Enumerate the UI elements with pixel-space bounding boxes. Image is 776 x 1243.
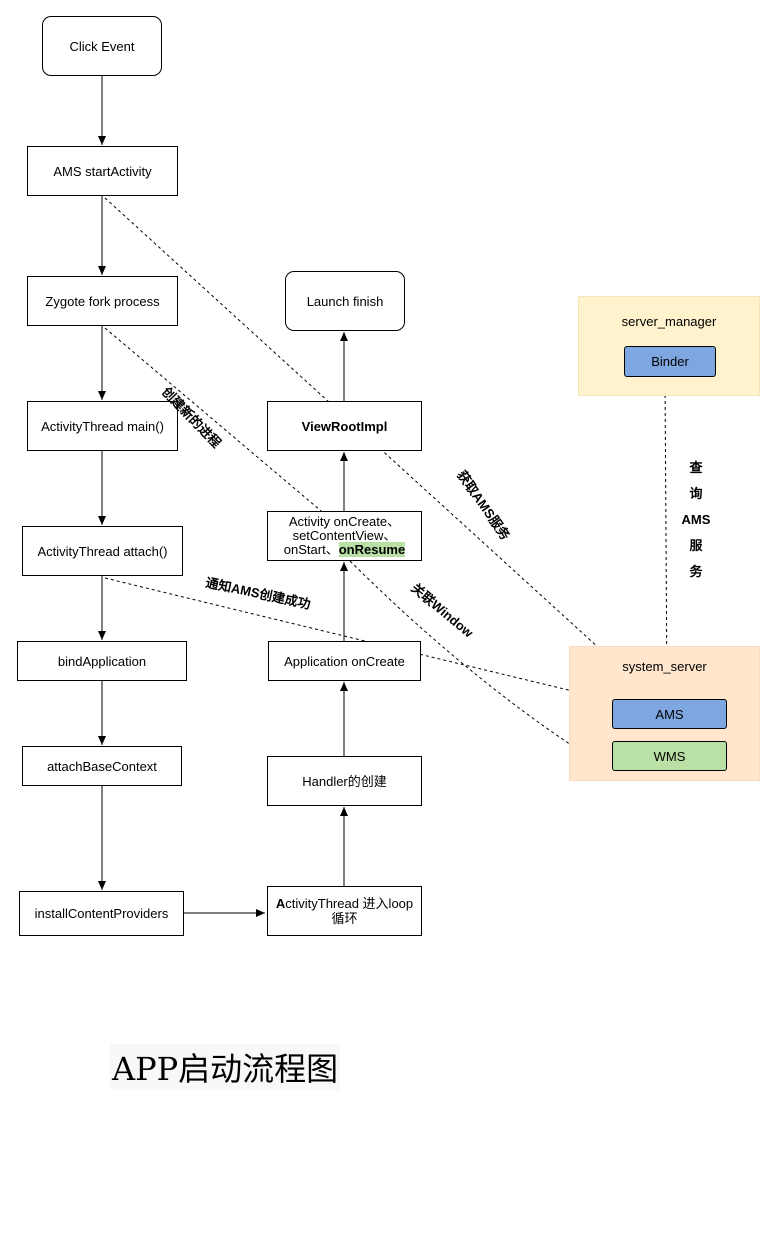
onstart-text: onStart、 — [283, 542, 339, 557]
loop-line1: ActivityThread 进入loop — [276, 896, 413, 911]
launch-finish-node[interactable]: Launch finish — [285, 271, 405, 331]
binder-node[interactable]: Binder — [624, 346, 716, 377]
ams-node[interactable]: AMS — [612, 699, 727, 729]
query-char-5: 务 — [689, 564, 703, 579]
bind-application-node[interactable]: bindApplication — [17, 641, 187, 681]
click-event-node[interactable]: Click Event — [42, 16, 162, 76]
activity-lifecycle-line3: onStart、onResume — [283, 542, 406, 557]
loop-line1-rest: ctivityThread 进入loop — [285, 896, 414, 911]
edge-activity-to-wms — [349, 560, 611, 771]
activity-thread-attach-node[interactable]: ActivityThread attach() — [22, 526, 183, 576]
install-content-providers-node[interactable]: installContentProviders — [19, 891, 184, 936]
query-char-3: AMS — [681, 512, 711, 527]
query-char-4: 服 — [689, 538, 703, 553]
query-char-2: 询 — [689, 486, 703, 501]
edge-binder-to-ams — [662, 376, 671, 698]
diagram-title: APP启动流程图 — [110, 1044, 341, 1090]
activity-lifecycle-line1: Activity onCreate、 — [288, 514, 401, 529]
loop-line2: 循环 — [331, 911, 358, 926]
activity-thread-loop-node[interactable]: ActivityThread 进入loop 循环 — [267, 886, 422, 936]
application-oncreate-node[interactable]: Application onCreate — [268, 641, 421, 681]
ams-start-activity-node[interactable]: AMS startActivity — [27, 146, 178, 196]
activity-lifecycle-line2: setContentView、 — [292, 528, 397, 543]
activity-thread-main-node[interactable]: ActivityThread main() — [27, 401, 178, 451]
loop-line1-bold: A — [275, 896, 286, 911]
zygote-fork-node[interactable]: Zygote fork process — [27, 276, 178, 326]
system-server-label: system_server — [622, 659, 707, 674]
server-manager-label: server_manager — [621, 314, 717, 329]
edge-attach-to-ams — [104, 577, 611, 702]
activity-lifecycle-node[interactable]: Activity onCreate、 setContentView、 onSta… — [267, 511, 422, 561]
view-root-impl-node[interactable]: ViewRootImpl — [267, 401, 422, 451]
onresume-text: onResume — [338, 542, 406, 557]
attach-base-context-node[interactable]: attachBaseContext — [22, 746, 182, 786]
wms-node[interactable]: WMS — [612, 741, 727, 771]
query-char-1: 查 — [689, 460, 703, 475]
query-ams-service-label: 查 询 AMS 服 务 — [682, 455, 711, 585]
handler-create-node[interactable]: Handler的创建 — [267, 756, 422, 806]
